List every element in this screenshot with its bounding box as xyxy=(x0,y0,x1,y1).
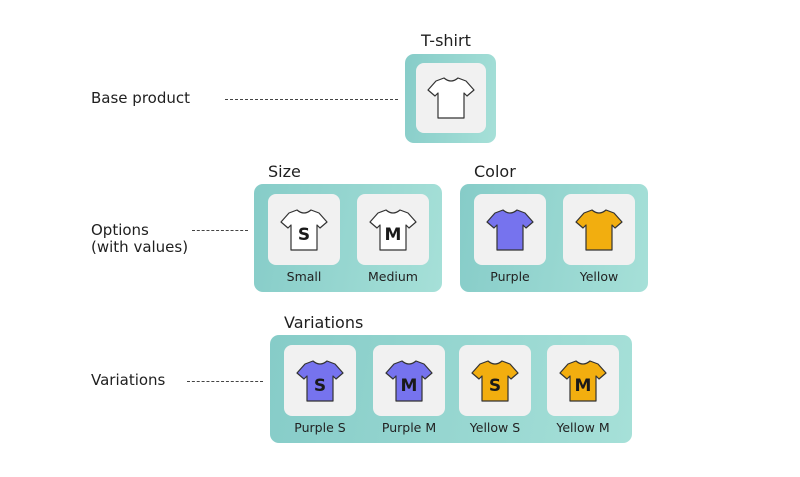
size-letter: S xyxy=(298,225,310,245)
tshirt-icon: S xyxy=(280,208,328,251)
option-value-label: Small xyxy=(286,269,322,284)
size-letter: M xyxy=(575,376,592,396)
option-value-label: Purple xyxy=(490,269,530,284)
size-medium-card: M xyxy=(357,194,429,265)
variations-group: S Purple S M Purple M S Yellow S M Yello… xyxy=(270,335,632,443)
tshirt-shape xyxy=(575,208,623,251)
tshirt-icon: S xyxy=(296,359,344,402)
variation-purple-m-card: M xyxy=(373,345,445,416)
tshirt-shape xyxy=(471,359,519,402)
variations-label: Variations xyxy=(91,371,166,389)
tshirt-shape xyxy=(369,208,417,251)
base-product-group xyxy=(405,54,496,143)
variation-label: Purple S xyxy=(294,420,346,435)
color-option-group: Purple Yellow xyxy=(460,184,648,292)
connector-line xyxy=(187,381,263,382)
variation-label: Yellow M xyxy=(556,420,610,435)
tshirt-icon xyxy=(486,208,534,251)
tshirt-icon xyxy=(427,77,475,119)
tshirt-shape xyxy=(385,359,433,402)
base-title: T-shirt xyxy=(421,31,471,50)
option-value-label: Medium xyxy=(368,269,418,284)
options-sublabel: (with values) xyxy=(91,238,189,256)
size-small-card: S xyxy=(268,194,340,265)
base-product-label: Base product xyxy=(91,89,190,107)
size-option-group: S Small M Medium xyxy=(254,184,442,292)
base-shirt-card xyxy=(416,63,486,133)
variation-yellow-s-card: S xyxy=(459,345,531,416)
connector-line xyxy=(192,230,248,231)
color-yellow-card xyxy=(563,194,635,265)
size-letter: S xyxy=(489,376,501,396)
color-title: Color xyxy=(474,162,516,181)
variation-yellow-m-card: M xyxy=(547,345,619,416)
tshirt-icon: M xyxy=(369,208,417,251)
tshirt-icon: S xyxy=(471,359,519,402)
size-title: Size xyxy=(268,162,301,181)
connector-line xyxy=(225,99,398,100)
tshirt-icon: M xyxy=(559,359,607,402)
tshirt-shape xyxy=(280,208,328,251)
option-value-label: Yellow xyxy=(579,269,619,284)
variation-purple-s-card: S xyxy=(284,345,356,416)
tshirt-shape xyxy=(559,359,607,402)
size-letter: M xyxy=(401,376,418,396)
tshirt-shape xyxy=(486,208,534,251)
size-letter: M xyxy=(385,225,402,245)
color-purple-card xyxy=(474,194,546,265)
tshirt-shape xyxy=(296,359,344,402)
tshirt-icon: M xyxy=(385,359,433,402)
variation-label: Yellow S xyxy=(469,420,521,435)
options-label: Options xyxy=(91,221,149,239)
variations-title: Variations xyxy=(284,313,364,332)
variation-label: Purple M xyxy=(381,420,437,435)
size-letter: S xyxy=(314,376,326,396)
tshirt-icon xyxy=(575,208,623,251)
tshirt-shape xyxy=(427,77,475,119)
